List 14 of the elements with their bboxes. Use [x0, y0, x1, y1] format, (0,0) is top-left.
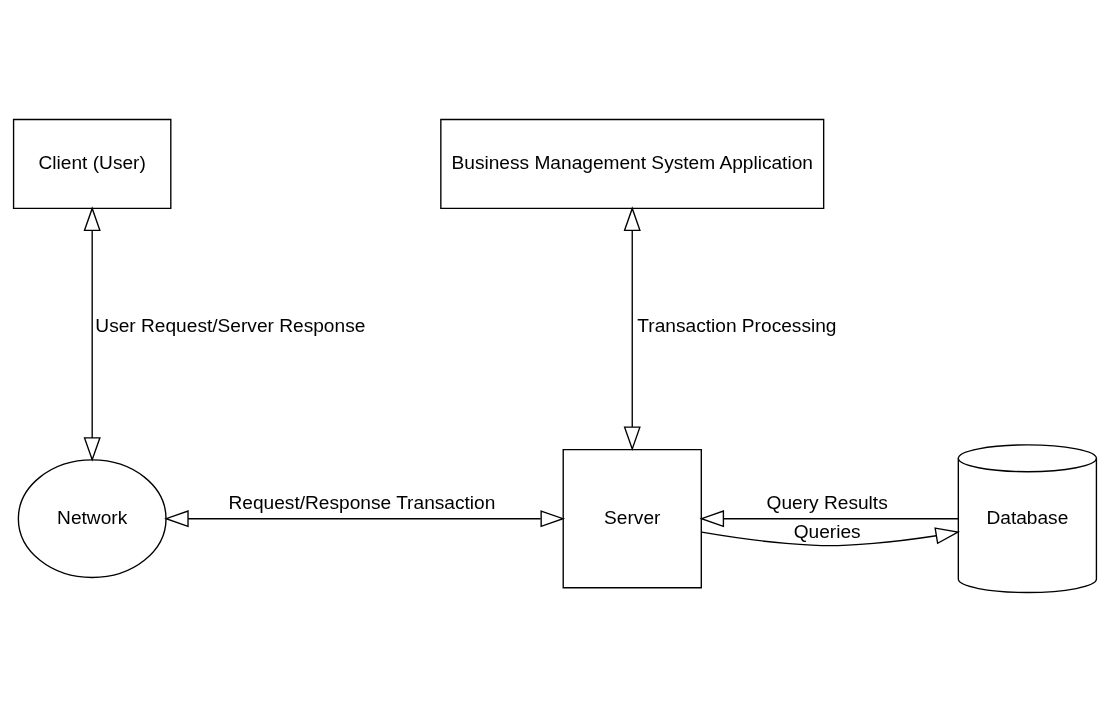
node-box: Server	[562, 448, 702, 588]
arrow	[164, 509, 566, 527]
edge-label: Queries	[793, 520, 861, 542]
edge-label: Query Results	[766, 491, 888, 513]
edge-label: Transaction Processing	[637, 314, 837, 336]
arrow	[699, 509, 959, 527]
node-ellipse: Network	[17, 458, 167, 578]
edge-label: User Request/Server Response	[95, 314, 366, 336]
node-box: Client (User)	[12, 118, 172, 209]
edge-label: Request/Response Transaction	[228, 491, 496, 513]
arrow	[623, 205, 641, 451]
arrow	[700, 526, 961, 546]
node-box: Business Management System Application	[440, 118, 825, 209]
arrow	[83, 205, 101, 462]
